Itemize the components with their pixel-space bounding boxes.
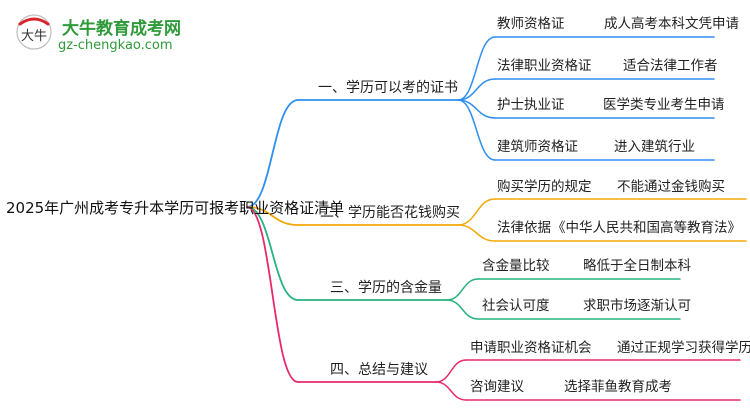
leaf-left-law-cert: 法律职业资格证 (497, 58, 592, 74)
branch-2-leaf-1-link (457, 198, 496, 226)
leaf-right-apply-opportunity: 通过正规学习获得学历 (617, 340, 750, 356)
branch-2-leaf-2-link (457, 224, 496, 242)
leaf-left-apply-opportunity: 申请职业资格证机会 (470, 340, 592, 356)
branch-4-leaf-1-link (435, 359, 467, 383)
leaf-left-architect-cert: 建筑师资格证 (497, 139, 578, 155)
branch-purchase: 二、学历能否花钱购买 (320, 205, 460, 221)
leaf-left-nurse-cert: 护士执业证 (497, 97, 565, 113)
branch-1-leaf-4-link (457, 99, 496, 161)
branch-3-leaf-1-link (446, 278, 479, 301)
leaf-left-advice: 咨询建议 (470, 379, 524, 395)
leaf-left-recognition: 社会认可度 (482, 298, 550, 314)
leaf-right-legal-basis: 《中华人民共和国高等教育法》 (552, 220, 741, 236)
site-logo[interactable]: 大牛 大牛教育成考网 gz-chengkao.com (14, 10, 234, 58)
leaf-right-recognition: 求职市场逐渐认可 (583, 298, 691, 314)
branch-4-leaf-2-link (435, 381, 467, 401)
leaf-left-teacher-cert: 教师资格证 (497, 16, 565, 32)
branch-1-leaf-2-link (457, 78, 496, 101)
leaf-right-law-cert: 适合法律工作者 (623, 58, 718, 74)
leaf-left-purchase-rule: 购买学历的规定 (497, 179, 592, 195)
root-to-branch-1-link (246, 99, 299, 208)
leaf-right-architect-cert: 进入建筑行业 (614, 139, 695, 155)
root-topic: 2025年广州成考专升本学历可报考职业资格证清单 (6, 199, 345, 217)
logo-site-name: 大牛教育成考网 (62, 19, 181, 39)
leaf-right-advice: 选择菲鱼教育成考 (564, 379, 672, 395)
branch-1-leaf-1-link (457, 36, 496, 101)
leaf-left-value-compare: 含金量比较 (482, 258, 550, 274)
branch-3-leaf-2-link (446, 299, 479, 320)
root-to-branch-3-link (246, 206, 299, 301)
root-to-branch-4-link (246, 206, 299, 383)
logo-mark-text: 大牛 (21, 29, 47, 44)
leaf-left-legal-basis: 法律依据 (497, 220, 551, 236)
branch-certificates: 一、学历可以考的证书 (318, 80, 458, 96)
leaf-right-teacher-cert: 成人高考本科文凭申请 (604, 16, 739, 32)
leaf-right-purchase-rule: 不能通过金钱购买 (617, 179, 725, 195)
logo-site-url: gz-chengkao.com (58, 38, 173, 53)
leaf-right-nurse-cert: 医学类专业考生申请 (603, 97, 725, 113)
root-to-branch-2-link (246, 206, 299, 226)
branch-summary: 四、总结与建议 (330, 362, 428, 378)
logo-mark-icon: 大牛 (16, 14, 52, 50)
branch-value: 三、学历的含金量 (330, 280, 442, 296)
leaf-right-value-compare: 略低于全日制本科 (583, 258, 691, 274)
